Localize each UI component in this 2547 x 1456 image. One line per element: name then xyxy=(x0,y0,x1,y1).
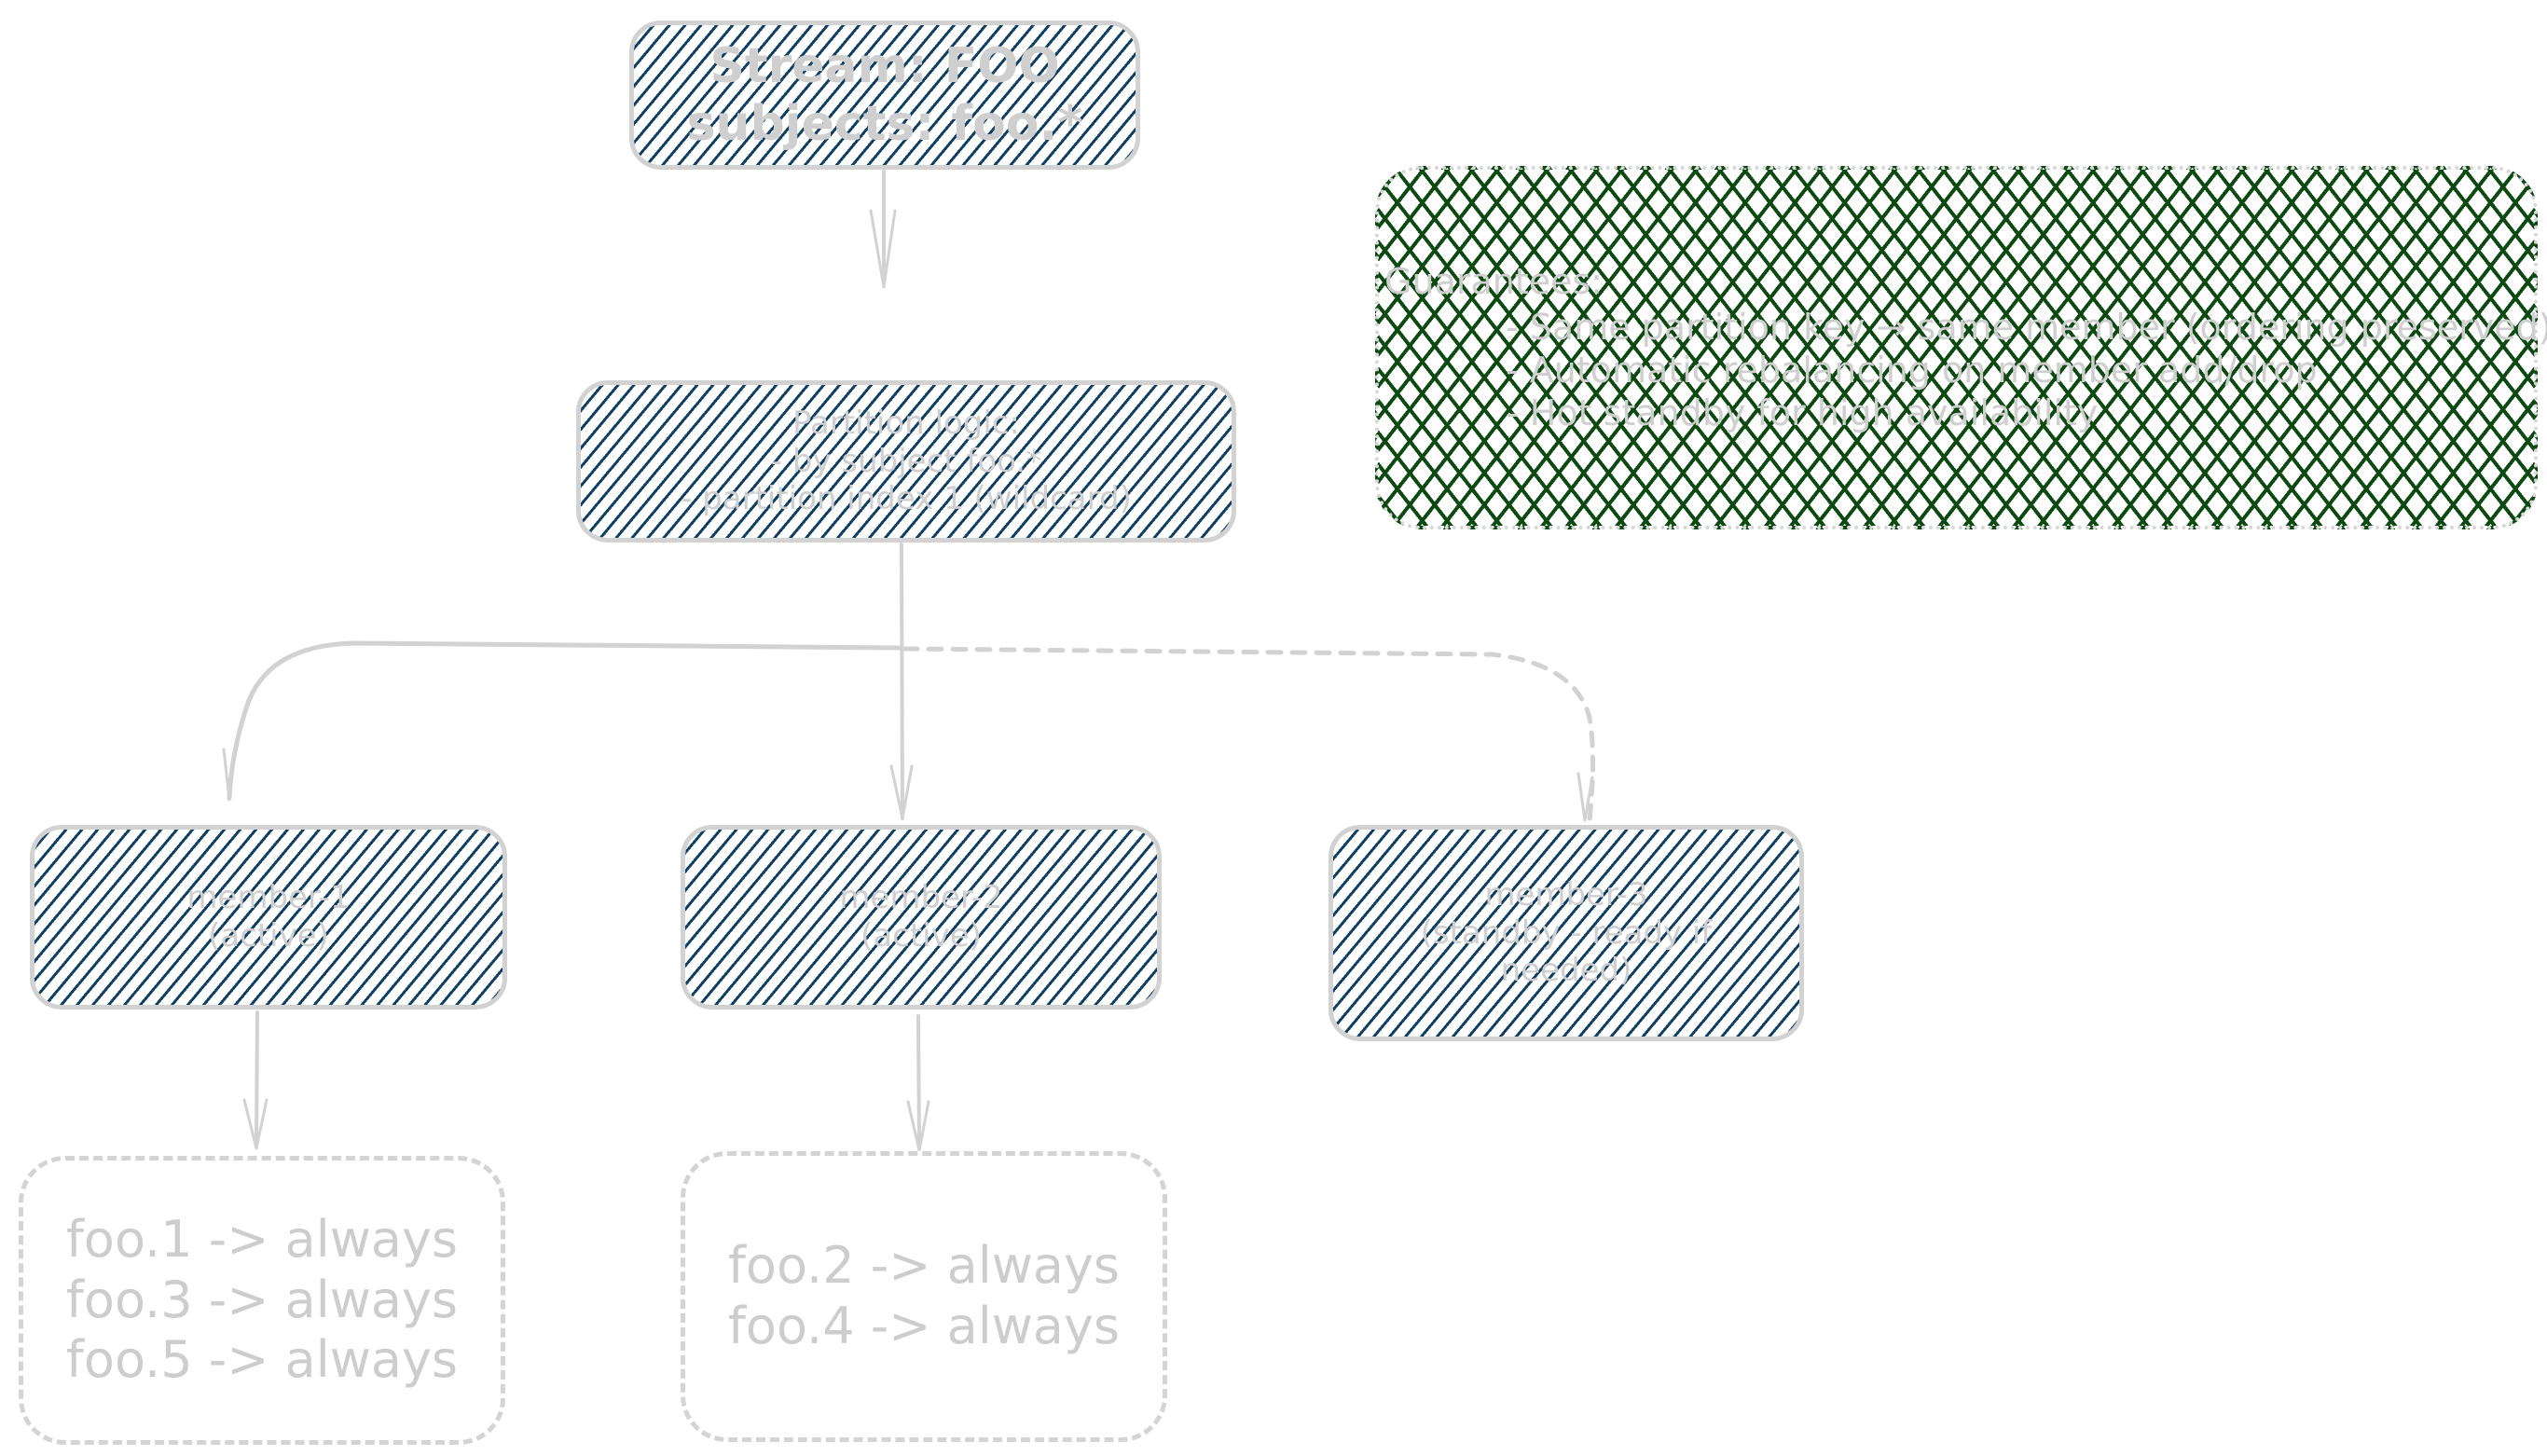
subject-assignment: foo.4 -> always xyxy=(727,1297,1121,1355)
subject-assignment: foo.3 -> always xyxy=(65,1270,459,1329)
guarantee-item: - Hot standby for high availability xyxy=(1506,391,2099,433)
guarantees-title: Guarantees: xyxy=(1384,260,1604,302)
stream-node[interactable]: Stream: FOO subjects: foo.* xyxy=(629,21,1140,170)
edge-member-2-to-assignments xyxy=(906,1014,930,1152)
partition-logic-node[interactable]: Partition logic: - by subject foo.* - pa… xyxy=(576,380,1236,543)
partition-logic-rule: - partition index 1 (wildcard) xyxy=(681,480,1132,518)
partition-logic-title: Partition logic: xyxy=(792,404,1020,442)
stream-node-subjects: subjects: foo.* xyxy=(686,96,1083,152)
subject-assignment: foo.2 -> always xyxy=(727,1236,1121,1296)
member-1-node[interactable]: member-1 (active) xyxy=(30,825,507,1010)
member-status: (active) xyxy=(860,917,982,955)
member-name: member-2 xyxy=(839,879,1003,917)
edge-partition-to-member-3 xyxy=(902,646,1595,823)
member-name: member-1 xyxy=(186,879,351,917)
guarantees-note[interactable]: Guarantees: - Same partition key → same … xyxy=(1375,166,2547,529)
partition-logic-rule: - by subject foo.* xyxy=(770,442,1042,480)
edge-partition-to-member-2 xyxy=(889,543,914,820)
member-name: member-3 xyxy=(1484,875,1648,913)
member-status: needed) xyxy=(1500,952,1632,990)
subject-assignment: foo.1 -> always xyxy=(65,1209,459,1269)
member-2-node[interactable]: member-2 (active) xyxy=(681,825,1162,1010)
subject-assignment: foo.5 -> always xyxy=(65,1330,459,1390)
stream-node-title: Stream: FOO xyxy=(709,37,1060,94)
edge-member-1-to-assignments xyxy=(242,1010,268,1150)
member-2-assignments[interactable]: foo.2 -> always foo.4 -> always xyxy=(681,1151,1167,1442)
member-status: (active) xyxy=(208,917,329,955)
member-status: (standby - ready if xyxy=(1420,913,1713,952)
edge-stream-to-partition xyxy=(869,170,897,289)
edge-partition-to-member-1 xyxy=(222,640,902,802)
member-3-node[interactable]: member-3 (standby - ready if needed) xyxy=(1329,825,1804,1041)
guarantee-item: - Automatic rebalancing on member add/dr… xyxy=(1506,350,2318,391)
member-1-assignments[interactable]: foo.1 -> always foo.3 -> always foo.5 ->… xyxy=(19,1156,505,1445)
guarantee-item: - Same partition key → same member (orde… xyxy=(1506,307,2547,349)
